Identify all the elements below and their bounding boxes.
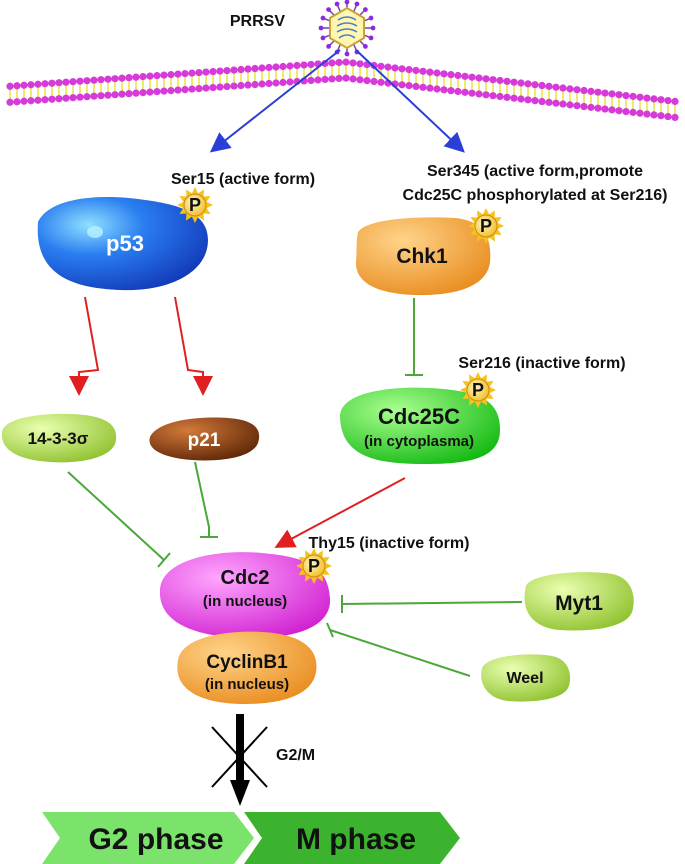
chk1-label: Chk1 bbox=[396, 245, 448, 268]
chk1-node: Chk1 bbox=[355, 217, 491, 296]
p53-site-annotation: Ser15 (active form) bbox=[171, 171, 315, 188]
cdc25c-phospho-icon: P bbox=[460, 372, 496, 408]
cdc2-label: Cdc2 bbox=[221, 567, 270, 589]
p53-node: p53 bbox=[37, 196, 209, 291]
virus-label: PRRSV bbox=[230, 13, 285, 30]
p53-activation-arrows bbox=[69, 296, 406, 548]
cyclinb1-node: CyclinB1 (in nucleus) bbox=[177, 631, 317, 704]
p53-phospho-icon: P bbox=[177, 187, 213, 223]
phospho-label: P bbox=[308, 556, 320, 576]
sigma-label: 14-3-3σ bbox=[28, 429, 89, 448]
p21-label: p21 bbox=[188, 430, 221, 451]
cdc25c-node: Cdc25C (in cytoplasma) bbox=[340, 387, 500, 464]
cyclinb1-location: (in nucleus) bbox=[205, 676, 289, 693]
chk1-site-annotation-line2: Cdc25C phosphorylated at Ser216) bbox=[403, 187, 668, 204]
g2-phase-chevron: G2 phase bbox=[42, 812, 254, 864]
cdc25c-location: (in cytoplasma) bbox=[364, 433, 474, 450]
cdc2-site-annotation: Thy15 (inactive form) bbox=[309, 535, 470, 552]
cell-membrane bbox=[6, 58, 679, 122]
myt1-node: Myt1 bbox=[524, 572, 634, 631]
cyclinb1-label: CyclinB1 bbox=[206, 652, 288, 673]
m-phase-chevron: M phase bbox=[244, 812, 460, 864]
phospho-label: P bbox=[189, 195, 201, 215]
cdc25c-label: Cdc25C bbox=[378, 404, 460, 429]
g2m-label: G2/M bbox=[276, 747, 315, 764]
cdc2-phospho-icon: P bbox=[296, 548, 332, 584]
m-phase-label: M phase bbox=[296, 823, 416, 856]
g2m-blocked-arrow bbox=[211, 714, 268, 806]
weel-node: Weel bbox=[481, 654, 571, 702]
virus-activation-arrows bbox=[209, 49, 465, 153]
prrsv-virus-icon bbox=[318, 0, 376, 57]
g2-phase-label: G2 phase bbox=[88, 823, 223, 856]
inhibition-lines bbox=[67, 298, 523, 677]
p21-node: p21 bbox=[149, 417, 260, 461]
chk1-phospho-icon: P bbox=[468, 208, 504, 244]
cdc2-location: (in nucleus) bbox=[203, 593, 287, 610]
cdc2-node: Cdc2 (in nucleus) bbox=[159, 552, 331, 638]
phospho-label: P bbox=[472, 380, 484, 400]
weel-label: Weel bbox=[506, 670, 543, 687]
myt1-label: Myt1 bbox=[555, 592, 603, 615]
chk1-site-annotation-line1: Ser345 (active form,promote bbox=[427, 163, 643, 180]
phospho-label: P bbox=[480, 216, 492, 236]
cdc25c-site-annotation: Ser216 (inactive form) bbox=[458, 355, 625, 372]
p53-label: p53 bbox=[106, 231, 144, 256]
sigma-node: 14-3-3σ bbox=[1, 413, 117, 463]
